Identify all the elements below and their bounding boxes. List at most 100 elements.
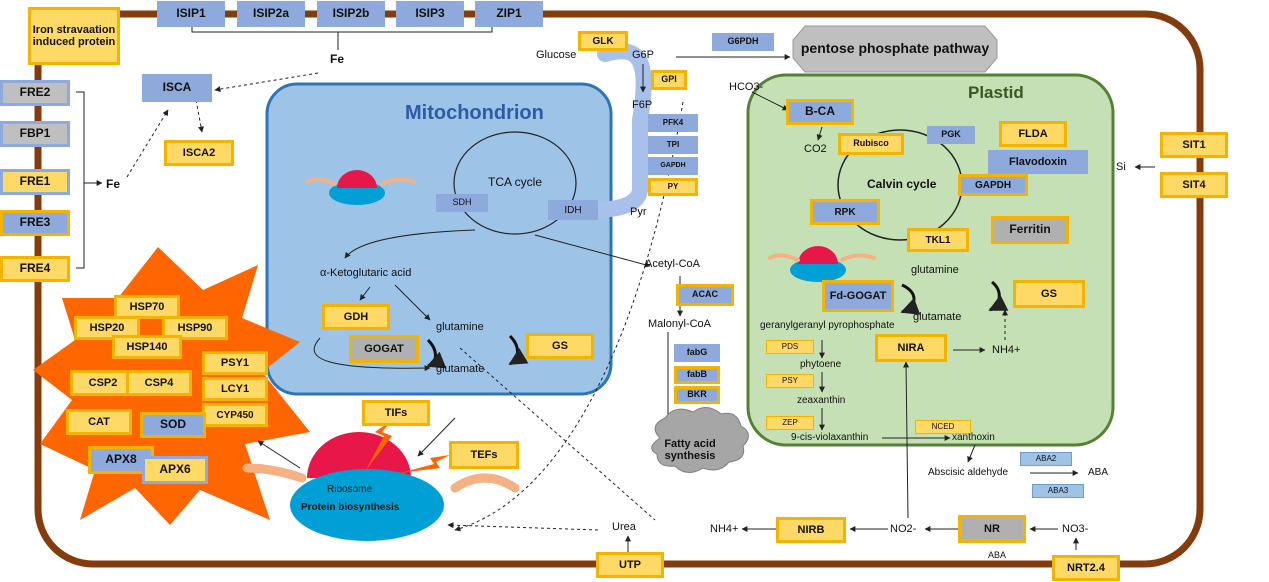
hsp70-box: HSP70 [114, 295, 180, 319]
bkr-box: BKR [674, 386, 720, 404]
calvin-cycle-label: Calvin cycle [867, 177, 937, 191]
mito-gogat-cycle-arrow [426, 338, 447, 369]
tca-cycle-ring [453, 131, 577, 235]
mito-gs-cycle-arrow [508, 334, 529, 366]
csp4-box: CSP4 [126, 370, 192, 396]
fabg-box: fabG [674, 344, 720, 362]
main-ribosome-large-subunit [290, 469, 444, 541]
isip3-box: ISIP3 [396, 1, 464, 27]
pgk-box: PGK [927, 126, 975, 144]
f6p-label: F6P [632, 99, 653, 111]
no3-label: NO3- [1062, 523, 1089, 535]
urea-label: Urea [612, 521, 636, 533]
plastid-gs-cycle-arrow [988, 280, 1009, 312]
xanthoxin-label: xanthoxin [952, 432, 995, 443]
glucose-label: Glucose [536, 49, 577, 61]
flavodoxin-box: Flavodoxin [988, 150, 1088, 174]
sod-box: SOD [140, 412, 206, 438]
isca2-box: ISCA2 [164, 140, 234, 166]
plastid-title: Plastid [968, 83, 1024, 102]
cyp450-box: CYP450 [202, 403, 268, 427]
outside-nh4-label: NH4+ [710, 523, 739, 535]
glk-box: GLK [578, 31, 628, 51]
acetyl-coa-label: Acetyl-CoA [645, 258, 701, 270]
phytoene-label: phytoene [800, 359, 842, 370]
gdh-box: GDH [322, 304, 390, 330]
plastid-mrna [768, 253, 876, 262]
tifs-to-ribosome-arrow [417, 417, 456, 457]
fbp1-box: FBP1 [0, 121, 70, 147]
fe-top-label: Fe [330, 52, 345, 66]
plastid-gapdh-box: GAPDH [958, 174, 1028, 196]
no2-to-nira-arrow [903, 361, 910, 519]
hco3-label: HCO3- [729, 81, 764, 93]
flda-box: FLDA [999, 121, 1067, 147]
violaxanthin-label: 9-cis-violaxanthin [791, 432, 869, 443]
mito-gogat-box: GOGAT [349, 335, 419, 363]
aba-bottom-label: ABA [988, 550, 1007, 560]
fatty-acid-label: Fatty acid synthesis [664, 437, 716, 462]
iron-induced-protein-box: Iron stravaation induced protein [28, 7, 120, 65]
nirb-box: NIRB [776, 517, 846, 543]
tifs-box: TIFs [362, 400, 430, 426]
fabb-box: fabB [674, 366, 720, 384]
utp-box: UTP [596, 552, 664, 578]
si-label: Si [1116, 161, 1126, 173]
bca-to-co2-arrow [816, 126, 823, 141]
fe-to-isca-left-arrow [126, 109, 169, 178]
nced-box: NCED [915, 420, 971, 434]
pentose-phosphate-label: pentose phosphate pathway [800, 40, 990, 57]
hco3-to-bca-arrow [751, 91, 789, 111]
nira-box: NIRA [875, 334, 947, 362]
rubisco-box: Rubisco [838, 133, 904, 155]
isca-box: ISCA [142, 74, 212, 102]
aba-product-label: ABA [1088, 467, 1109, 478]
acac-box: ACAC [676, 284, 734, 306]
tca-to-akg-arrow [344, 229, 476, 259]
tefs-box: TEFs [449, 441, 519, 469]
glycolysis-path [582, 43, 652, 218]
zeaxanthin-label: zeaxanthin [797, 395, 846, 406]
g6p-label: G6P [632, 49, 655, 61]
fre-bracket [76, 91, 85, 269]
co2-label: CO2 [804, 143, 827, 155]
mito-glutamate-label: glutamate [436, 363, 485, 375]
tca-cycle-label: TCA cycle [488, 175, 543, 189]
abscisic-aldehyde-label: Abscisic aldehyde [928, 467, 1009, 478]
protein-biosynthesis-label: Protein biosynthesis [301, 502, 400, 513]
mito-to-protein-arrow [459, 347, 656, 521]
fe-to-isca-arrow [214, 72, 319, 93]
xanthoxin-to-aldehyde-arrow [967, 444, 976, 463]
pentose-phosphate-shape [792, 25, 998, 73]
glycolysis-gapdh-box: GAPDH [648, 157, 698, 175]
psy1-box: PSY1 [202, 351, 268, 375]
pyr-label: Pyr [630, 206, 647, 218]
hsp90-box: HSP90 [162, 316, 228, 340]
fre3-box: FRE3 [0, 210, 70, 236]
ribosome-to-stress-arrow [257, 440, 301, 469]
plastid-glutamate-label: glutamate [913, 311, 962, 323]
akg-to-glutamine-arrow [394, 284, 431, 321]
gpi-box: GPI [651, 70, 687, 90]
pfk4-box: PFK4 [648, 114, 698, 132]
ribosome-label: Ribosome [327, 484, 373, 495]
plastid-gogat-cycle-arrow [900, 283, 921, 315]
hsp140-box: HSP140 [112, 335, 182, 359]
mito-mrna [305, 177, 416, 186]
py-box: PY [648, 178, 698, 196]
fre2-box: FRE2 [0, 80, 70, 106]
main-mrna-right [450, 473, 520, 493]
nrt24-box: NRT2.4 [1052, 555, 1120, 581]
akg-label: α-Ketoglutaric acid [320, 267, 412, 279]
aba2-box: ABA2 [1020, 452, 1072, 466]
tefs-bolt [400, 455, 450, 473]
nr-box: NR [958, 515, 1026, 543]
plastid-ribosome-small [798, 246, 838, 264]
no2-label: NO2- [890, 523, 917, 535]
main-mrna-left [242, 463, 307, 483]
g6pdh-box: G6PDH [712, 33, 774, 51]
ggpp-label: geranylgeranyl pyrophosphate [760, 320, 895, 331]
bca-box: B-CA [786, 99, 854, 125]
fatty-acid-cloud [651, 407, 749, 473]
